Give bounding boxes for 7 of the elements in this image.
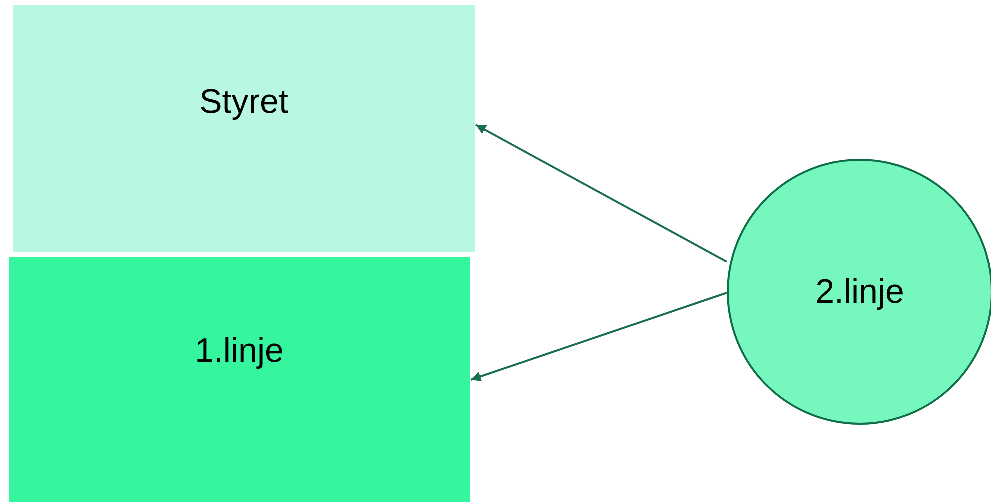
process-box	[13, 5, 475, 252]
arrow	[470, 292, 728, 382]
arrow	[476, 124, 728, 263]
process-box	[9, 257, 470, 502]
node-label: 1.linje	[195, 332, 284, 371]
node-label: 2.linje	[816, 272, 904, 312]
node-label: Styret	[200, 83, 288, 122]
